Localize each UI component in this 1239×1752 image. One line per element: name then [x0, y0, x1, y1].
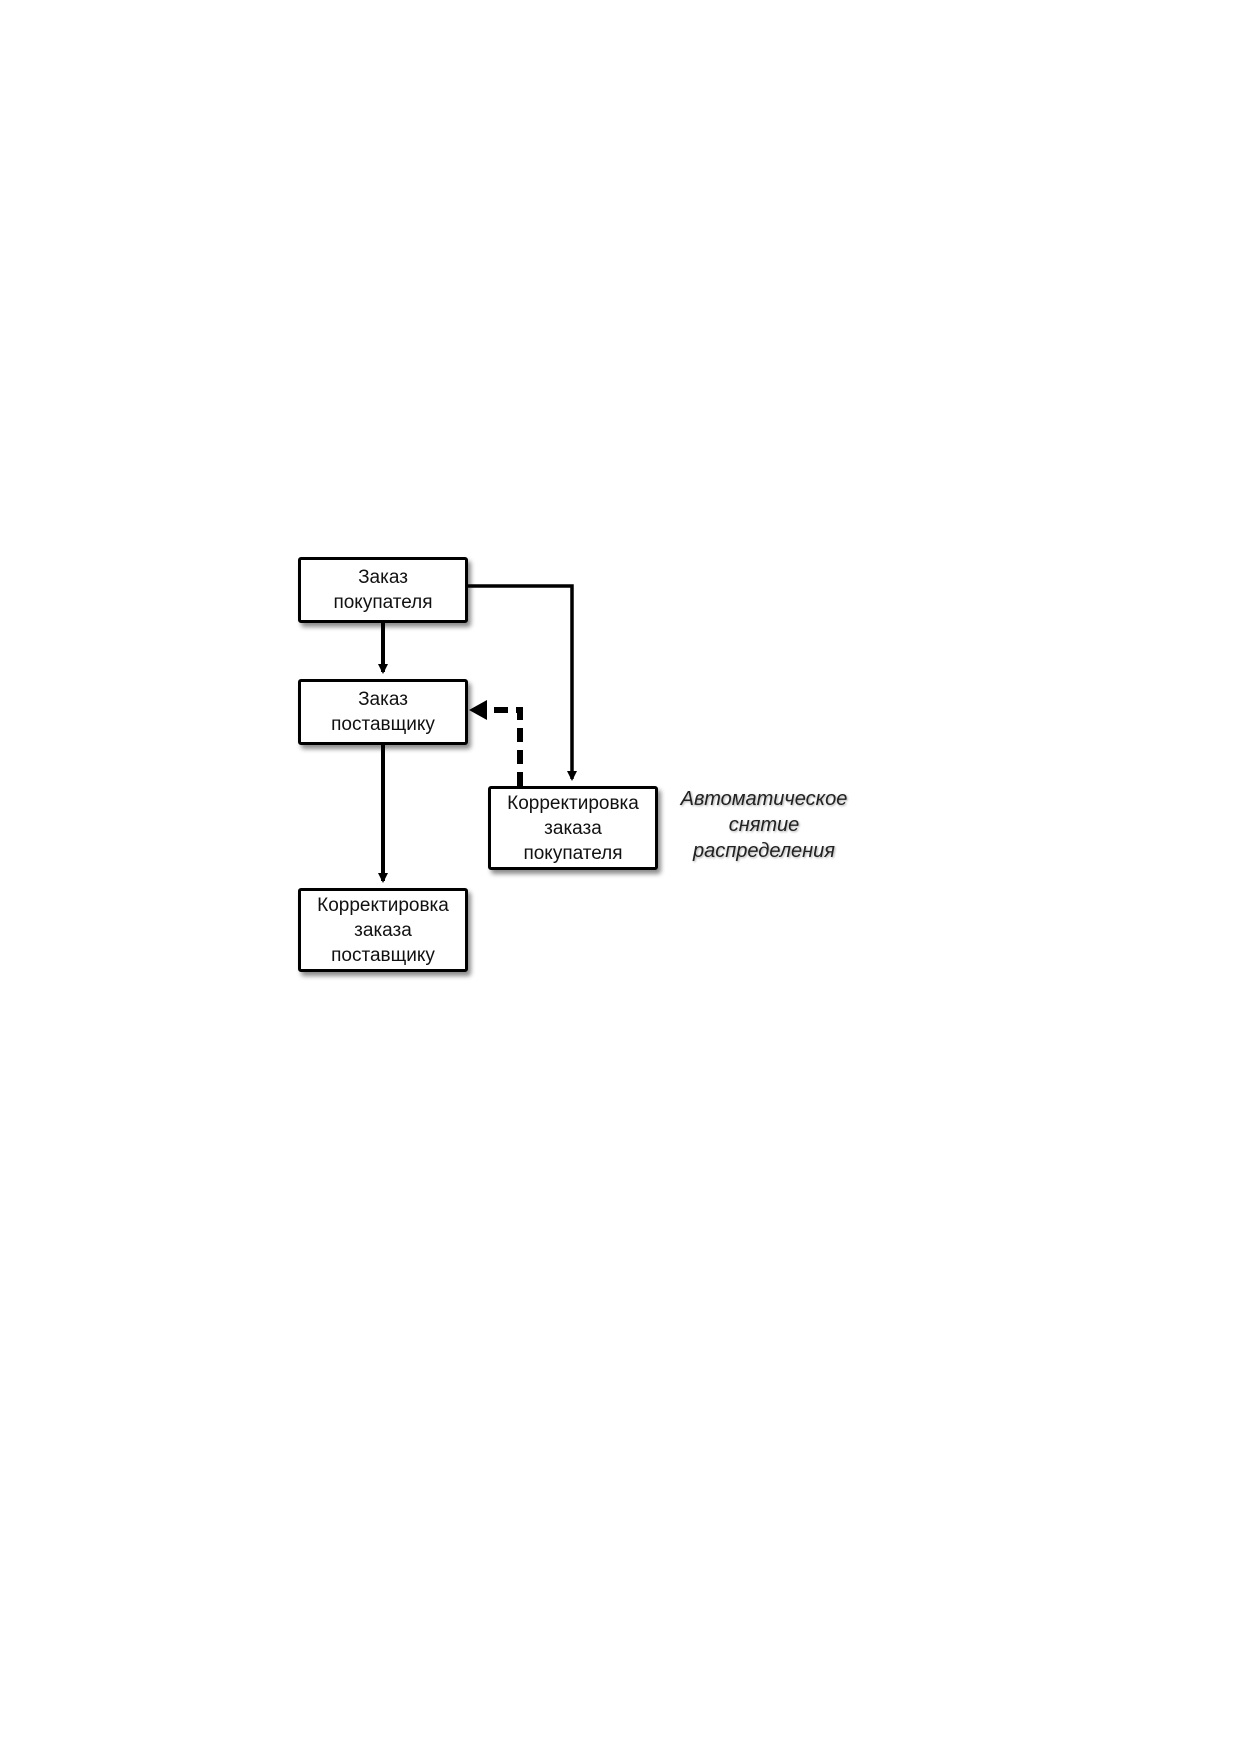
node-supplier-order: Заказ поставщику — [298, 679, 468, 745]
node-customer-correction-line-3: покупателя — [523, 842, 623, 864]
edge-customer-order-to-customer-correction — [468, 584, 577, 781]
dashed-arrowhead — [469, 700, 487, 720]
annotation-line-3: распределения — [692, 840, 835, 862]
node-customer-order-line-1: Заказ — [358, 567, 408, 588]
annotation-auto-unallocation: Автоматическое снятие распределения — [658, 786, 870, 864]
node-supplier-order-line-2: поставщику — [331, 714, 435, 735]
node-customer-order: Заказ покупателя — [298, 557, 468, 623]
node-supplier-correction-line-2: заказа — [354, 919, 412, 941]
node-customer-order-line-2: покупателя — [333, 592, 433, 613]
edge-customer-correction-to-supplier-order-dashed — [475, 707, 523, 786]
annotation-line-2: снятие — [728, 814, 800, 836]
node-customer-order-correction: Корректировка заказа покупателя — [488, 786, 658, 870]
node-supplier-correction-line-1: Корректировка — [317, 894, 449, 916]
node-supplier-order-line-1: Заказ — [358, 689, 408, 710]
node-supplier-order-correction: Корректировка заказа поставщику — [298, 888, 468, 972]
node-customer-correction-line-1: Корректировка — [507, 792, 639, 814]
node-customer-correction-line-2: заказа — [544, 817, 602, 839]
annotation-line-1: Автоматическое — [680, 788, 848, 810]
node-supplier-correction-line-3: поставщику — [331, 944, 435, 966]
